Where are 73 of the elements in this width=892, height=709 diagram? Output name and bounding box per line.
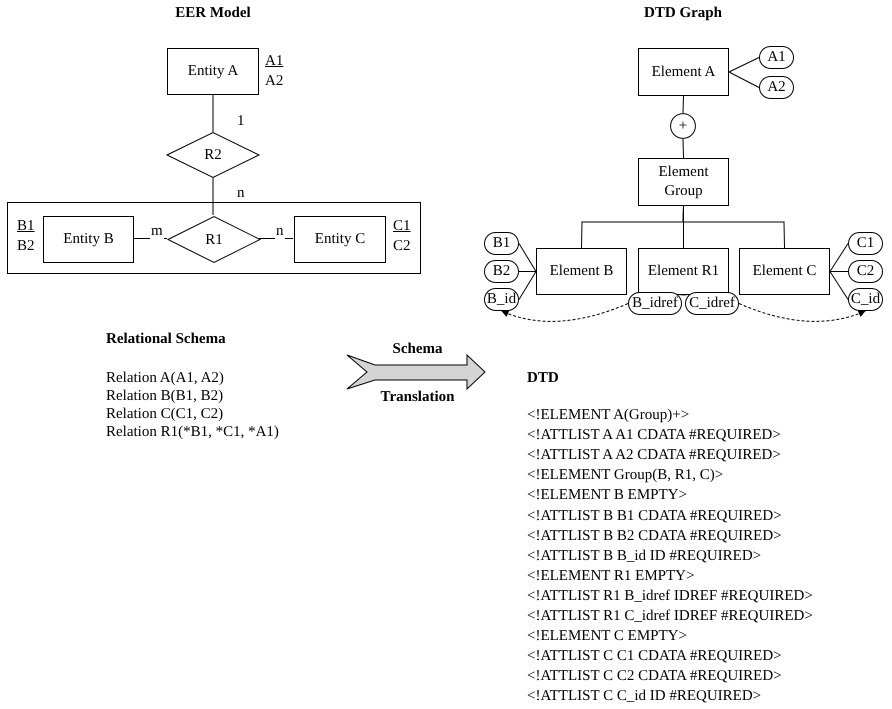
connector-line [830, 271, 848, 272]
attribute-pill: A2 [759, 76, 794, 99]
connector-line [728, 72, 760, 88]
element-box: Element C [739, 248, 830, 295]
relationship-diamond [168, 216, 260, 263]
occurrence-symbol: + [678, 117, 688, 135]
schema-line: <!ATTLIST A A1 CDATA #REQUIRED> [527, 426, 781, 444]
schema-line: <!ATTLIST C C_id ID #REQUIRED> [527, 687, 762, 706]
shape-label: R2 [204, 146, 222, 164]
attribute-label: A2 [265, 72, 284, 90]
entity-box: Entity C [294, 216, 386, 263]
attribute-pill: A1 [759, 46, 794, 69]
attribute-pill: B_idref [628, 292, 682, 315]
attribute-pill: B2 [484, 260, 519, 283]
connector-line [132, 238, 168, 239]
schema-line: <!ELEMENT B EMPTY> [527, 486, 687, 504]
element-box: Element B [536, 248, 627, 295]
schema-line: <!ATTLIST B B1 CDATA #REQUIRED> [527, 506, 782, 524]
schema-line: <!ATTLIST A A2 CDATA #REQUIRED> [527, 446, 781, 464]
schema-line: Relation R1(*B1, *C1, *A1) [106, 423, 279, 441]
schema-line: Relation C(C1, C2) [106, 405, 224, 423]
section-heading: DTD Graph [644, 4, 722, 22]
connector-line [728, 57, 760, 72]
schema-line: <!ATTLIST R1 B_idref IDREF #REQUIRED> [527, 586, 813, 605]
element-box: Element A [638, 48, 729, 96]
attribute-pill: C_id [848, 288, 883, 311]
entity-box: Entity A [167, 48, 259, 95]
attribute-label: C1 [393, 217, 411, 235]
dashed-reference-arrow [738, 303, 866, 322]
schema-line: <!ATTLIST B B_id ID #REQUIRED> [527, 546, 762, 565]
section-heading: DTD [527, 369, 559, 387]
schema-line: <!ELEMENT C EMPTY> [527, 627, 687, 646]
arrow-label: Translation [380, 388, 454, 406]
element-box: Element Group [638, 158, 729, 206]
attribute-label: B1 [17, 217, 35, 235]
schema-line: <!ELEMENT Group(B, R1, C)> [527, 466, 724, 484]
arrow-label: Schema [392, 340, 442, 358]
connector-line [258, 238, 294, 239]
attribute-pill: C_idref [685, 292, 739, 315]
element-box: Element R1 [638, 248, 729, 295]
connector-line [830, 271, 848, 300]
schema-line: <!ATTLIST C C1 CDATA #REQUIRED> [527, 647, 782, 666]
connector-line [682, 206, 785, 248]
attribute-pill: B1 [484, 232, 519, 255]
connector-line [682, 96, 684, 114]
occurrence-circle [670, 113, 696, 139]
schema-line: Relation A(A1, A2) [106, 369, 224, 387]
aggregation-box [7, 202, 421, 274]
attribute-label: B2 [17, 237, 35, 255]
schema-line: Relation B(B1, B2) [106, 387, 224, 405]
connector-line [518, 271, 536, 272]
schema-line: <!ELEMENT A(Group)+> [527, 406, 690, 424]
schema-line: <!ATTLIST B B2 CDATA #REQUIRED> [527, 526, 782, 545]
attribute-label: C2 [393, 237, 411, 255]
connector-line [830, 243, 848, 272]
connector-line [518, 271, 536, 300]
schema-line: <!ATTLIST C C2 CDATA #REQUIRED> [527, 667, 782, 686]
connector-line [682, 138, 684, 158]
connector-line [212, 94, 214, 132]
schema-line: <!ATTLIST R1 C_idref IDREF #REQUIRED> [527, 607, 813, 625]
dashed-reference-arrow [501, 303, 628, 322]
attribute-pill: C1 [848, 232, 883, 255]
shape-label: R1 [205, 230, 223, 248]
attribute-pill: C2 [848, 260, 883, 283]
entity-box: Entity B [43, 216, 134, 263]
attribute-label: A1 [265, 52, 284, 70]
connector-line [212, 178, 214, 216]
connector-line [518, 243, 536, 272]
relationship-diamond [167, 132, 259, 178]
section-heading: EER Model [175, 4, 251, 22]
section-heading: Relational Schema [106, 330, 226, 348]
schema-line: <!ELEMENT R1 EMPTY> [527, 566, 694, 585]
attribute-pill: B_id [484, 288, 519, 311]
